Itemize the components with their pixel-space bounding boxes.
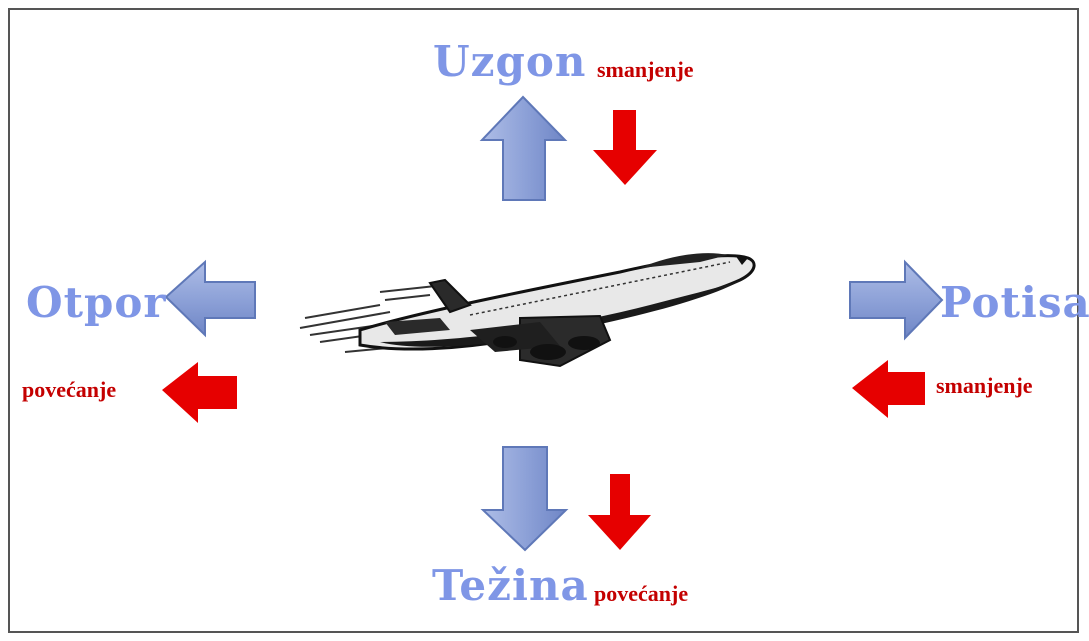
thrust-change-label: smanjenje (936, 373, 1033, 398)
thrust-change-arrow-icon (852, 360, 925, 418)
thrust-arrow-icon (849, 259, 944, 341)
drag-change-arrow-icon (162, 362, 237, 423)
airplane-icon (299, 253, 756, 368)
lift-arrow-icon (479, 95, 568, 201)
lift-change-label: smanjenje (597, 57, 694, 82)
weight-label: Težina (432, 561, 589, 610)
lift-change-arrow-icon (593, 110, 657, 185)
drag-arrow-icon (164, 259, 256, 338)
thrust-label: Potisak (940, 278, 1089, 327)
drag-label: Otpor (26, 278, 167, 327)
lift-label: Uzgon (433, 37, 586, 86)
drag-change-label: povećanje (22, 377, 116, 402)
weight-arrow-icon (480, 446, 569, 552)
weight-change-label: povećanje (594, 581, 688, 606)
weight-change-arrow-icon (588, 474, 651, 550)
